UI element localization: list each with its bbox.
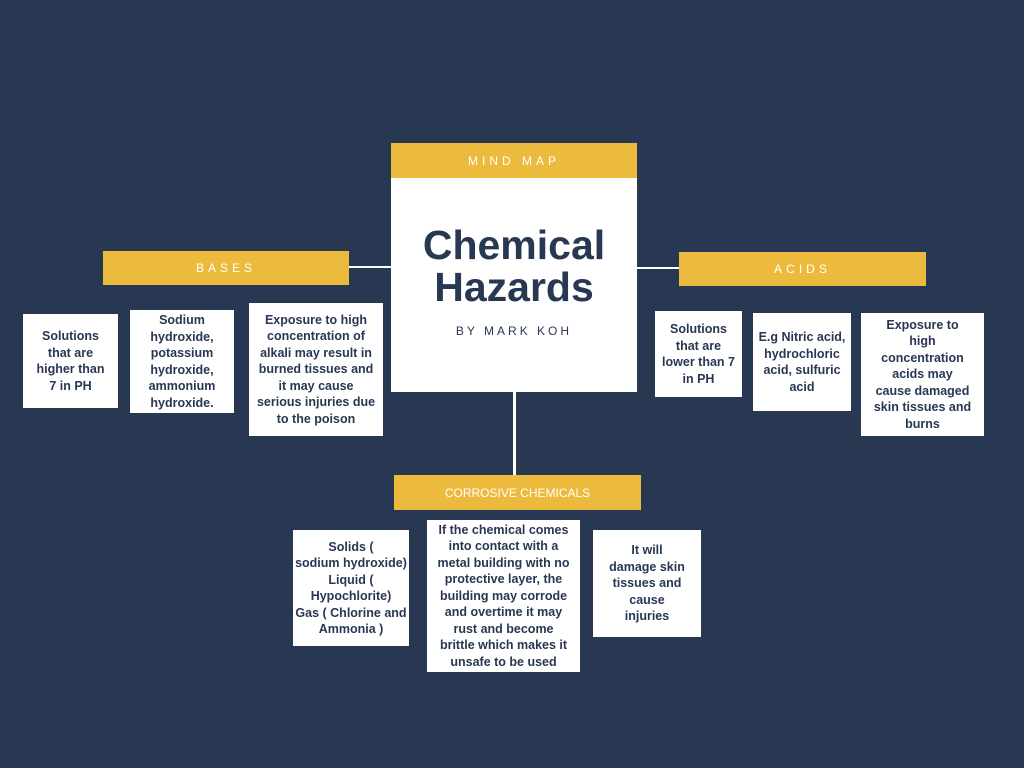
acids-box-ph: Solutions that are lower than 7 in PH: [655, 311, 742, 397]
branch-acids-label: ACIDS: [774, 262, 831, 276]
branch-bases: BASES: [103, 251, 349, 285]
central-topic-card: Chemical Hazards BY MARK KOH: [391, 178, 637, 392]
connector-bases: [349, 266, 391, 268]
bases-box-examples: Sodium hydroxide, potassium hydroxide, a…: [130, 310, 234, 413]
corrosive-box-states: Solids ( sodium hydroxide) Liquid ( Hypo…: [293, 530, 409, 646]
corrosive-box-buildings: If the chemical comes into contact with …: [427, 520, 580, 672]
acids-box-examples: E.g Nitric acid, hydrochloric acid, sulf…: [753, 313, 851, 411]
corrosive-box-damage: It will damage skin tissues and cause in…: [593, 530, 701, 637]
mind-map-header-label: MIND MAP: [468, 153, 560, 168]
bases-box-ph: Solutions that are higher than 7 in PH: [23, 314, 118, 408]
acids-box-exposure: Exposure to high concentration acids may…: [861, 313, 984, 436]
connector-corrosive: [513, 392, 516, 476]
branch-corrosive-chemicals: CORROSIVE CHEMICALS: [394, 475, 641, 510]
bases-box-exposure: Exposure to high concentration of alkali…: [249, 303, 383, 436]
branch-bases-label: BASES: [195, 261, 257, 275]
author-byline: BY MARK KOH: [455, 324, 573, 338]
connector-acids: [637, 267, 680, 269]
central-topic-title: Chemical Hazards: [422, 222, 606, 310]
branch-acids: ACIDS: [679, 252, 926, 286]
mind-map-header: MIND MAP: [391, 143, 637, 178]
branch-corrosive-label: CORROSIVE CHEMICALS: [444, 485, 591, 500]
